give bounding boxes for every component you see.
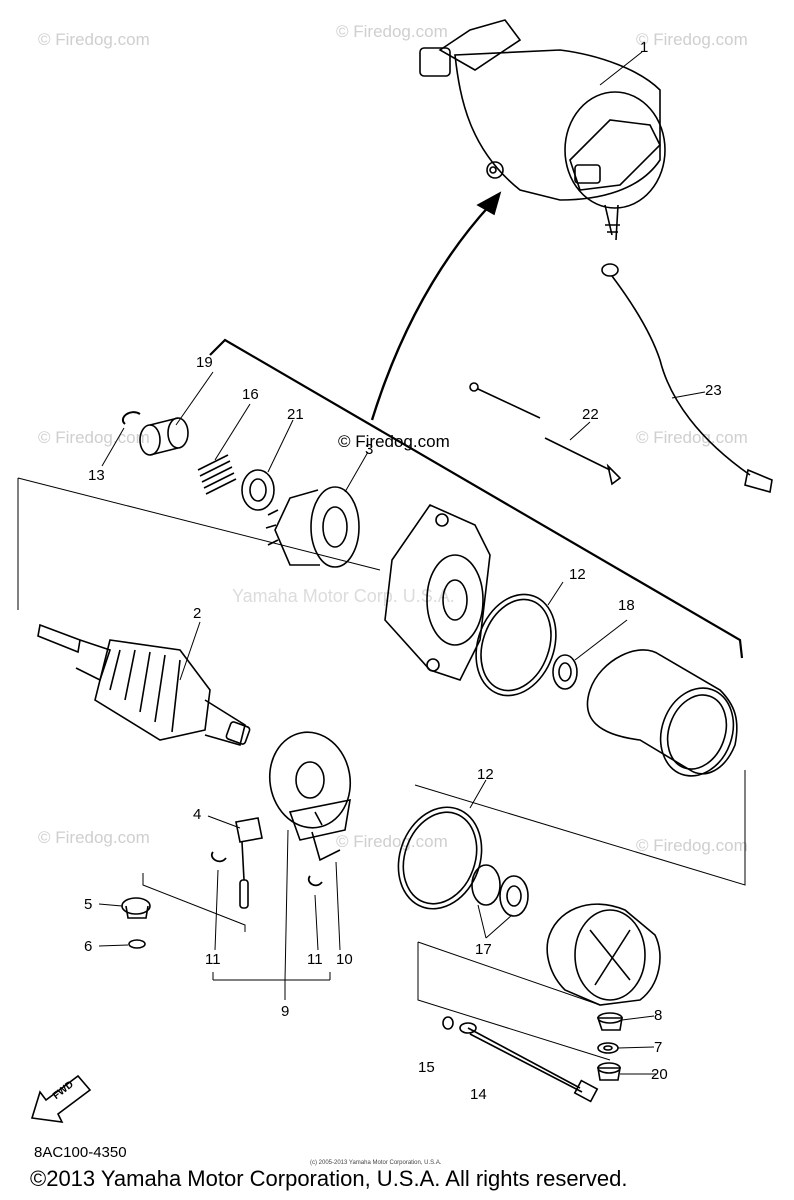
front-cover (384, 503, 491, 681)
lead-wire-23 (601, 263, 773, 494)
callout-5: 5 (84, 896, 93, 913)
group-box-bottom (417, 941, 611, 1061)
lead-wire-22 (469, 382, 622, 486)
callout-22: 22 (582, 406, 599, 423)
o-ring-12-top (475, 593, 557, 697)
rear-cover (546, 903, 661, 1006)
callout-9: 9 (281, 1003, 290, 1020)
circlip-13 (121, 411, 141, 425)
watermark-mid-right: © Firedog.com (636, 428, 748, 447)
callout-2: 2 (193, 605, 202, 622)
clutch-3 (265, 486, 360, 568)
assembly-arrow (370, 204, 491, 421)
callout-15: 15 (418, 1059, 435, 1076)
nut-20 (597, 1062, 621, 1081)
group-box-left (17, 477, 381, 610)
callout-1: 1 (640, 39, 649, 56)
callout-12-bottom: 12 (477, 766, 494, 783)
through-bolt-14 (459, 1022, 599, 1103)
watermark-top-center: © Firedog.com (336, 22, 448, 41)
forward-arrow-icon (30, 1074, 92, 1123)
watermark-top-left: © Firedog.com (38, 30, 150, 49)
brush-plate (268, 731, 352, 862)
callout-8: 8 (654, 1007, 663, 1024)
leader-lines (98, 51, 706, 1075)
callout-19: 19 (196, 354, 213, 371)
callout-20: 20 (651, 1066, 668, 1083)
group-box-right (414, 770, 746, 886)
watermark-center: © Firedog.com (338, 432, 450, 451)
diagram-part-number: 8AC100-4350 (34, 1144, 127, 1161)
callout-6: 6 (84, 938, 93, 955)
watermark-low-right: © Firedog.com (636, 836, 748, 855)
washer-18 (552, 654, 578, 690)
washer-17-b-inner (506, 885, 522, 907)
washer-21 (241, 469, 275, 511)
collar-19 (139, 417, 189, 456)
callout-16: 16 (242, 386, 259, 403)
yoke (586, 649, 738, 777)
o-ring-12-bottom-inner (402, 811, 478, 905)
watermark-low-center: © Firedog.com (336, 832, 448, 851)
callout-7: 7 (654, 1039, 663, 1056)
washer-7 (597, 1042, 619, 1054)
watermark-top-right: © Firedog.com (636, 30, 748, 49)
o-ring-12-bottom (397, 806, 483, 910)
nut-8 (596, 1012, 623, 1031)
washer-15 (442, 1016, 454, 1030)
o-ring-12-top-inner (480, 598, 552, 692)
callout-14: 14 (470, 1086, 487, 1103)
clip-11-right (307, 875, 323, 887)
starter-motor-assembly (419, 19, 666, 241)
callout-18: 18 (618, 597, 635, 614)
washer-17-a (471, 864, 501, 906)
callout-11-right: 11 (307, 951, 323, 968)
callout-11-left: 11 (205, 951, 221, 968)
grommet-5 (121, 897, 151, 919)
callout-3: 3 (365, 441, 374, 458)
washer-6 (128, 939, 146, 949)
callout-10: 10 (336, 951, 353, 968)
copyright-notice: ©2013 Yamaha Motor Corporation, U.S.A. A… (30, 1166, 628, 1191)
callout-4: 4 (193, 806, 202, 823)
callout-13: 13 (88, 467, 105, 484)
callout-21: 21 (287, 406, 304, 423)
brush-4 (235, 817, 263, 909)
fine-print: (c) 2005-2013 Yamaha Motor Corporation, … (310, 1160, 442, 1166)
group-box-small (142, 873, 246, 932)
callout-23: 23 (705, 382, 722, 399)
clip-11-left (210, 851, 227, 863)
washer-17-b (499, 875, 529, 917)
assembly-bracket (209, 338, 744, 659)
assembly-arrowhead (476, 191, 502, 216)
callout-17: 17 (475, 941, 492, 958)
watermark-vendor: Yamaha Motor Corp. U.S.A. (232, 586, 455, 606)
washer-18-inner (558, 662, 572, 682)
spring-16 (197, 454, 237, 495)
armature-2 (37, 623, 251, 746)
callout-12-top: 12 (569, 566, 586, 583)
watermark-low-left: © Firedog.com (38, 828, 150, 847)
